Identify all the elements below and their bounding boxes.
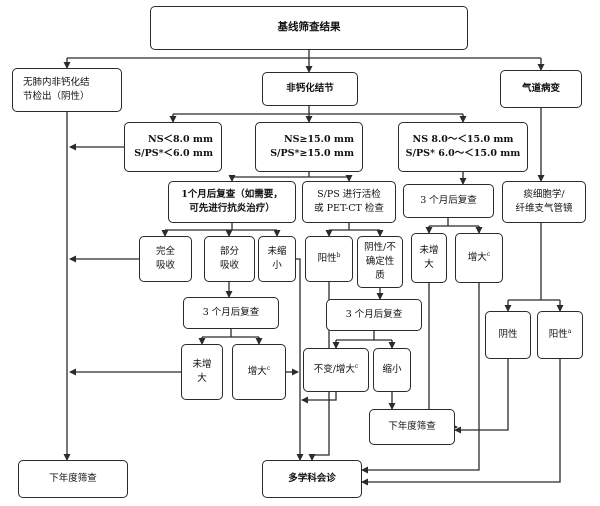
followup-3m-center-label: 3 个月后复查 bbox=[345, 309, 403, 321]
ns-small-node: NS＜8.0 mm S/PS*＜6.0 mm bbox=[124, 122, 222, 172]
sputum-bronchoscopy-node: 痰细胞学/ 纤维支气管镜 bbox=[502, 181, 586, 223]
connector-enlarged-mid-to-mdt bbox=[361, 283, 480, 474]
footnote-b-mark: b bbox=[336, 252, 341, 260]
connector-followup-1m-split bbox=[165, 223, 277, 231]
connector-notshrunk-to-mdt bbox=[296, 258, 304, 461]
footnote-c-mark: c bbox=[354, 363, 359, 371]
enlarged-mid-node: 增大c bbox=[455, 233, 503, 283]
connector-3m-mid-split bbox=[429, 218, 479, 227]
next-year-screening-left-label: 下年度筛查 bbox=[49, 473, 97, 485]
sputum-negative-node: 阴性 bbox=[485, 311, 531, 359]
connector-notenlarged-mid-to-next-year bbox=[428, 283, 455, 428]
unchanged-enlarged-node: 不变/增大c bbox=[303, 348, 369, 392]
followup-3m-mid-node: 3 个月后复查 bbox=[403, 184, 494, 218]
connector-root-split bbox=[67, 50, 541, 59]
biopsy-node: S/PS 进行活检 或 PET-CT 检查 bbox=[302, 181, 396, 223]
airway-lesion-node: 气道病变 bbox=[500, 70, 582, 108]
followup-3m-left-label: 3 个月后复查 bbox=[202, 307, 260, 319]
connector-sputum-split bbox=[508, 223, 560, 301]
followup-3m-center-node: 3 个月后复查 bbox=[326, 299, 422, 331]
partial-absorb-node: 部分 吸收 bbox=[204, 236, 255, 282]
biopsy-positive-label: 阳性b bbox=[317, 252, 341, 265]
not-shrunk-node: 未缩 小 bbox=[258, 236, 296, 282]
followup-3m-left-node: 3 个月后复查 bbox=[183, 297, 279, 329]
no-nodule-label: 无肺内非钙化结 节检出（阴性） bbox=[23, 77, 90, 102]
followup-1m-node: 1个月后复查（如需要， 可先进行抗炎治疗） bbox=[168, 181, 296, 223]
not-enlarged-left-node: 未增 大 bbox=[181, 344, 223, 400]
no-nodule-node: 无肺内非钙化结 节检出（阴性） bbox=[12, 68, 122, 112]
followup-1m-label: 1个月后复查（如需要， 可先进行抗炎治疗） bbox=[181, 189, 283, 214]
sputum-positive-label: 阳性a bbox=[548, 328, 572, 341]
connector-sputum-positive-to-mdt bbox=[361, 359, 561, 486]
ns-large-label: NS≥15.0 mm S/PS*≥15.0 mm bbox=[270, 134, 354, 159]
biopsy-negative-label: 阴性/不 确定性 质 bbox=[364, 242, 396, 281]
sputum-positive-node: 阳性a bbox=[537, 311, 583, 359]
connector-unchanged-to-mdt bbox=[301, 392, 337, 404]
root-node: 基线筛查结果 bbox=[150, 6, 468, 50]
noncalcified-nodule-node: 非钙化结节 bbox=[262, 72, 358, 106]
ns-mid-node: NS 8.0～＜15.0 mm S/PS* 6.0～＜15.0 mm bbox=[398, 122, 528, 172]
footnote-c-mark: c bbox=[486, 251, 491, 259]
connector-sputum-negative-to-next-year bbox=[454, 359, 509, 434]
complete-absorb-label: 完全 吸收 bbox=[155, 246, 175, 271]
connector-noncalc-split bbox=[173, 106, 463, 115]
next-year-screening-right-node: 下年度筛查 bbox=[369, 409, 455, 445]
enlarged-mid-label: 增大c bbox=[467, 251, 491, 264]
mdt-node: 多学科会诊 bbox=[262, 460, 362, 498]
biopsy-positive-node: 阳性b bbox=[305, 236, 353, 282]
footnote-c-mark: c bbox=[266, 365, 271, 373]
connector-3m-left-split bbox=[202, 329, 259, 338]
followup-3m-mid-label: 3 个月后复查 bbox=[420, 195, 477, 207]
ns-small-label: NS＜8.0 mm S/PS*＜6.0 mm bbox=[134, 134, 213, 159]
connector-biopsy-split bbox=[329, 223, 380, 231]
footnote-a-mark: a bbox=[567, 328, 572, 336]
biopsy-label: S/PS 进行活检 或 PET-CT 检查 bbox=[314, 189, 384, 214]
connector-3m-center-split bbox=[336, 331, 392, 341]
root-label: 基线筛查结果 bbox=[277, 21, 341, 34]
enlarged-left-label: 增大c bbox=[247, 365, 271, 378]
shrunk-node: 缩小 bbox=[373, 348, 411, 392]
airway-lesion-label: 气道病变 bbox=[521, 83, 560, 95]
shrunk-label: 缩小 bbox=[382, 364, 402, 376]
next-year-screening-left-node: 下年度筛查 bbox=[18, 460, 128, 498]
noncalcified-nodule-label: 非钙化结节 bbox=[286, 83, 334, 95]
not-enlarged-left-label: 未增 大 bbox=[192, 359, 212, 384]
sputum-negative-label: 阴性 bbox=[498, 329, 518, 341]
enlarged-left-node: 增大c bbox=[232, 344, 286, 400]
next-year-screening-right-label: 下年度筛查 bbox=[388, 421, 436, 433]
ns-mid-label: NS 8.0～＜15.0 mm S/PS* 6.0～＜15.0 mm bbox=[405, 134, 521, 159]
not-enlarged-mid-label: 未增 大 bbox=[419, 245, 439, 270]
sputum-bronchoscopy-label: 痰细胞学/ 纤维支气管镜 bbox=[515, 189, 573, 214]
ns-large-node: NS≥15.0 mm S/PS*≥15.0 mm bbox=[255, 122, 363, 172]
mdt-label: 多学科会诊 bbox=[288, 473, 336, 485]
biopsy-negative-node: 阴性/不 确定性 质 bbox=[357, 236, 403, 288]
partial-absorb-label: 部分 吸收 bbox=[219, 246, 239, 271]
not-shrunk-label: 未缩 小 bbox=[267, 246, 287, 271]
complete-absorb-node: 完全 吸收 bbox=[139, 236, 192, 282]
unchanged-enlarged-label: 不变/增大c bbox=[313, 363, 359, 376]
connector-ns-large-split bbox=[232, 172, 349, 178]
not-enlarged-mid-node: 未增 大 bbox=[411, 233, 447, 283]
